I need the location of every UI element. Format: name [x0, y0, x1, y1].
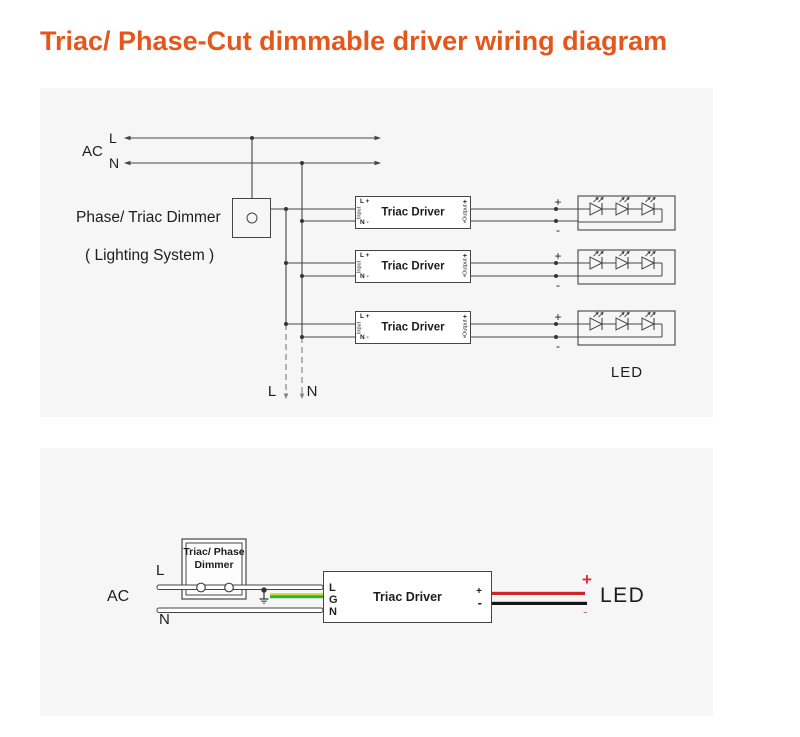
ground-icon	[259, 587, 269, 604]
dimmer-label: Triac/ Phase Dimmer	[182, 546, 246, 572]
driver2-output-plus: +	[462, 253, 467, 260]
driver2-input-n: N -	[360, 272, 369, 280]
driver-output-minus: -	[477, 595, 482, 610]
terminal-g: G	[329, 594, 338, 606]
wire3-minus: -	[556, 339, 560, 353]
led-minus-label: -	[583, 603, 588, 619]
driver1-output-minus: -	[463, 217, 466, 226]
dashed-lead-arrows	[283, 393, 305, 399]
dimmer-terminal-2	[224, 582, 234, 593]
driver1-input-l: L +	[360, 198, 370, 205]
earth-wire-yellow-stripe	[270, 593, 323, 596]
wire1-plus: +	[554, 195, 562, 209]
triac-driver-box-3: L + Input N - Triac Driver + Output -	[355, 311, 471, 344]
dimmer-inner-box	[185, 542, 243, 596]
dashed-mains-leads	[285, 324, 303, 394]
lighting-system-label: ( Lighting System )	[85, 247, 215, 264]
wire2-minus: -	[556, 278, 560, 292]
driver3-input-n: N -	[360, 333, 369, 341]
ac-label: AC	[107, 588, 130, 605]
driver2-input-l: L +	[360, 252, 370, 259]
top-wiring-graphics	[124, 135, 713, 399]
wire3-plus: +	[554, 310, 562, 324]
led-plus-label: +	[582, 570, 592, 589]
driver3-title: Triac Driver	[381, 320, 445, 333]
output-minus-wire-black	[492, 601, 587, 605]
led-label: LED	[610, 364, 644, 381]
line-n-label: N	[109, 155, 120, 171]
triac-driver-box-2: L + Input N - Triac Driver + Output -	[355, 250, 471, 283]
page-title: Triac/ Phase-Cut dimmable driver wiring …	[40, 26, 668, 56]
ac-label: AC	[82, 143, 103, 160]
terminal-l: L	[329, 582, 336, 594]
dimmer-label-line2: Dimmer	[194, 559, 234, 571]
driver1-output-plus: +	[462, 199, 467, 206]
bottom-n-label: N	[306, 383, 318, 400]
triac-driver-box-1: L + Input N - Triac Driver + Output -	[355, 196, 471, 229]
dimmer-knob-icon	[246, 212, 257, 224]
dimmer-terminal-1	[196, 582, 206, 593]
driver2-output-minus: -	[463, 271, 466, 280]
junction-dots	[250, 136, 558, 339]
bottom-diagram-panel: Triac/ Phase Dimmer L G N Triac Driver +…	[40, 448, 713, 716]
earth-wire-green	[270, 595, 323, 599]
dimmer-label: Phase/ Triac Dimmer	[76, 209, 221, 226]
n-wire	[156, 607, 324, 613]
dimmer-label-line1: Triac/ Phase	[183, 546, 245, 558]
wire2-plus: +	[554, 249, 562, 263]
wires	[251, 138, 578, 338]
wire1-minus: -	[556, 223, 560, 237]
driver-output-plus: +	[476, 586, 482, 597]
led-label: LED	[600, 584, 646, 607]
n-label: N	[159, 611, 170, 628]
driver2-title: Triac Driver	[381, 259, 445, 272]
l-label: L	[156, 562, 165, 579]
terminal-n: N	[329, 606, 337, 618]
bottom-wiring-graphics	[156, 538, 587, 613]
ac-line-arrows	[124, 135, 381, 166]
driver1-title: Triac Driver	[381, 205, 445, 218]
triac-driver-box: L G N Triac Driver + -	[323, 571, 492, 623]
led-modules	[578, 196, 675, 345]
driver3-output-minus: -	[463, 332, 466, 341]
driver1-input-n: N -	[360, 218, 369, 226]
driver3-output-plus: +	[462, 314, 467, 321]
output-plus-wire-red	[492, 591, 585, 595]
driver-title: Triac Driver	[373, 589, 442, 604]
top-diagram-panel: AC L N Phase/ Triac Dimmer ( Lighting Sy…	[40, 88, 713, 417]
line-l-label: L	[109, 130, 117, 146]
driver3-input-l: L +	[360, 313, 370, 320]
l-wire	[156, 584, 324, 590]
bottom-l-label: L	[267, 383, 277, 400]
dimmer-switch-box	[232, 198, 271, 238]
